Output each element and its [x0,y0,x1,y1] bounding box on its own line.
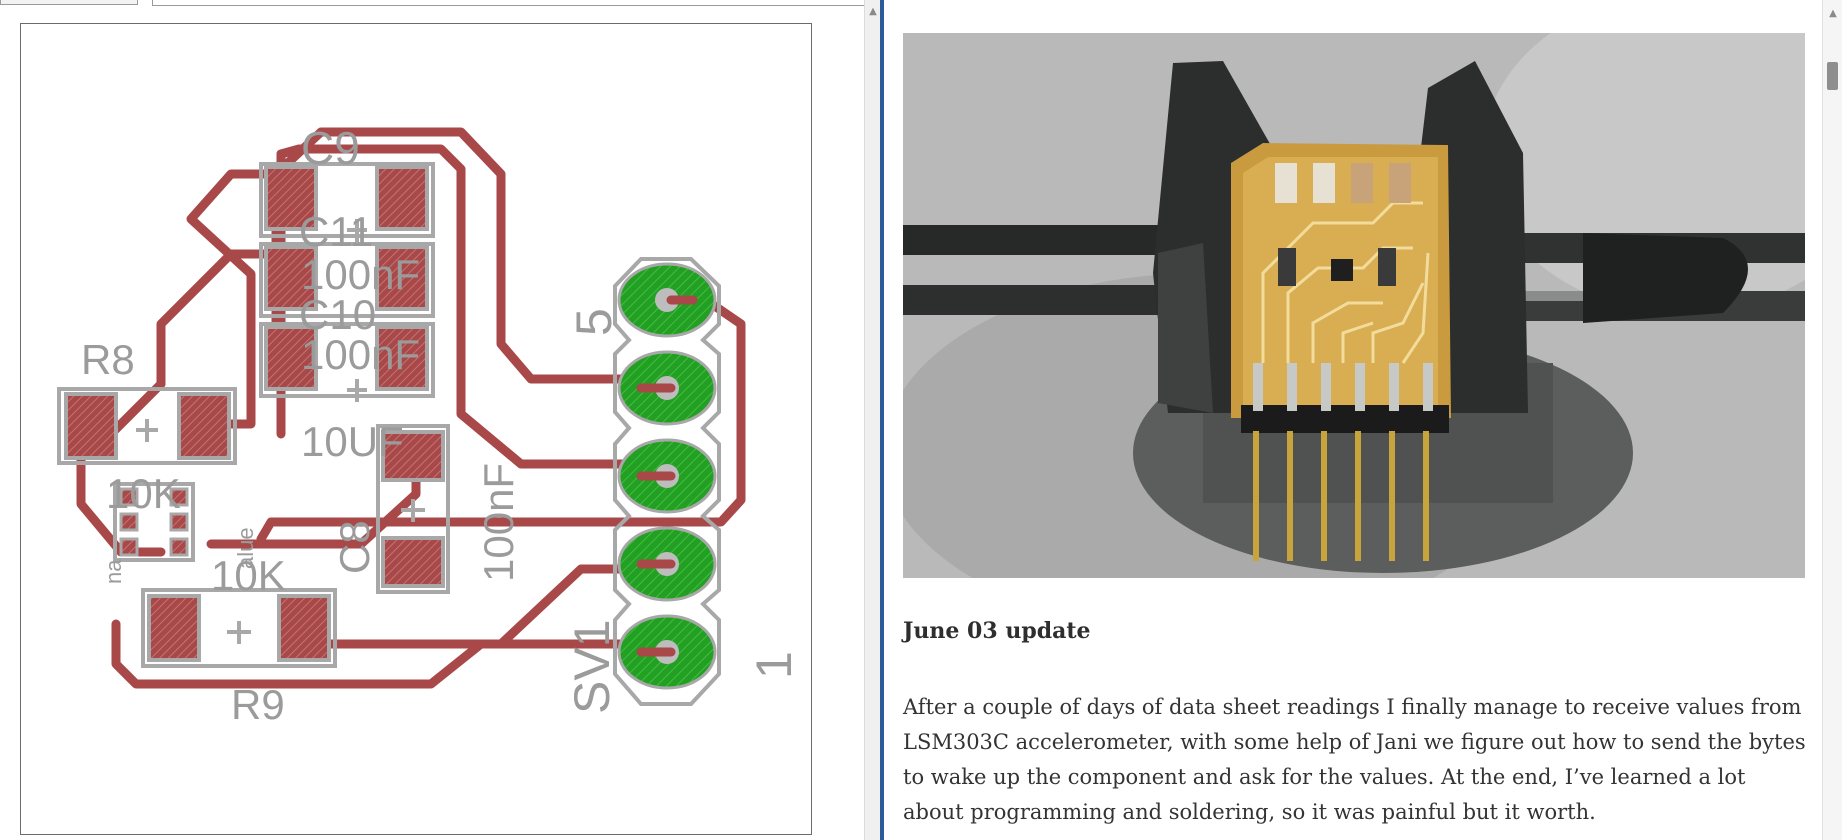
label-c9: C9 [301,122,360,174]
label-10uf: 10UF [301,418,404,465]
command-input[interactable] [152,0,868,6]
label-100nf-vertical: 100nF [475,463,522,582]
silkscreen [57,162,721,706]
label-value-small: alue [233,527,258,569]
right-vertical-scrollbar[interactable]: ▲ [1822,0,1842,840]
label-r9-value: 10K [211,552,286,599]
label-r9: R9 [231,681,285,728]
pcb-in-vise-photo-icon [903,33,1805,578]
pcb-canvas[interactable]: C9 C11 100nF C10 100nF 10UF R8 10K 10K R… [20,23,812,835]
label-pin-1: 1 [746,651,802,679]
update-heading: June 03 update [903,618,1091,644]
header-pads [617,262,717,690]
scroll-thumb[interactable] [1827,62,1838,90]
eagle-board-window: C9 C11 100nF C10 100nF 10UF R8 10K 10K R… [0,0,880,840]
window-divider[interactable] [880,0,884,840]
layer-tab[interactable] [0,0,138,5]
smd-pads [64,165,445,662]
label-sv1: SV1 [564,619,620,714]
label-c11: C11 [299,208,373,255]
blog-window: June 03 update After a couple of days of… [884,0,1842,840]
label-r8: R8 [81,336,135,383]
label-c10-value: 100nF [301,331,420,378]
scroll-up-icon[interactable]: ▲ [1829,8,1837,19]
label-r8-value: 10K [106,470,181,517]
left-vertical-scrollbar[interactable]: ▲ [864,0,880,840]
label-c10: C10 [299,291,376,338]
pcb-labels: C9 C11 100nF C10 100nF 10UF R8 10K 10K R… [81,122,802,728]
scroll-up-icon[interactable]: ▲ [869,6,877,17]
label-c11-value: 100nF [301,251,420,298]
label-c8: C8 [331,520,378,574]
blog-photo [903,33,1805,578]
update-body-text: After a couple of days of data sheet rea… [903,695,1806,824]
label-pin-5: 5 [566,308,622,336]
label-name-small: na [101,559,126,584]
pcb-drawing: C9 C11 100nF C10 100nF 10UF R8 10K 10K R… [57,122,802,728]
